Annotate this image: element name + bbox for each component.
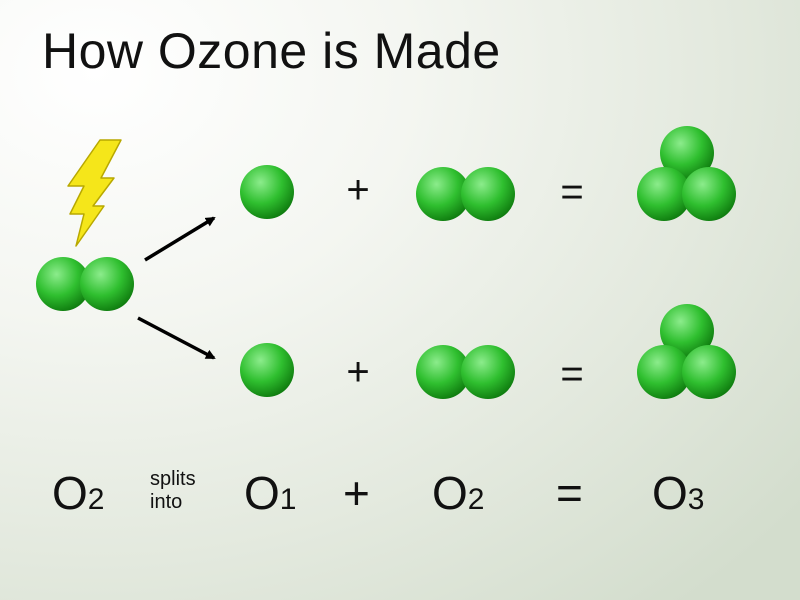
oxygen-atom — [416, 167, 470, 221]
oxygen-atom — [637, 167, 691, 221]
o2-molecule — [416, 167, 515, 221]
equals-sign-bottom: = — [560, 352, 584, 396]
formula-subscript: 1 — [279, 483, 297, 516]
oxygen-atom — [682, 345, 736, 399]
oxygen-atom — [660, 126, 714, 180]
splits-into-label: splits into — [150, 468, 196, 514]
oxygen-atom — [416, 345, 470, 399]
plus-sign-bottom: + — [346, 350, 370, 394]
oxygen-atom — [461, 167, 515, 221]
formula-symbol: O — [52, 467, 88, 519]
splits-into-line1: splits — [150, 468, 196, 490]
splits-into-line2: into — [150, 491, 183, 513]
formula-o2-product: O2 — [432, 466, 484, 520]
formula-symbol: O — [432, 467, 468, 519]
equals-sign-top: = — [560, 170, 584, 214]
o3-molecule — [637, 304, 736, 399]
formula-subscript: 2 — [467, 483, 485, 516]
o3-molecule — [637, 126, 736, 221]
arrow-icon — [144, 216, 216, 262]
oxygen-atom — [637, 345, 691, 399]
plus-sign-top: + — [346, 168, 370, 212]
oxygen-atom-single — [240, 343, 294, 397]
arrow-icon — [137, 316, 216, 360]
oxygen-atom — [682, 167, 736, 221]
slide-title: How Ozone is Made — [42, 23, 501, 79]
formula-subscript: 2 — [87, 483, 105, 516]
formula-subscript: 3 — [687, 483, 705, 516]
oxygen-atom-single — [240, 165, 294, 219]
oxygen-atom — [36, 257, 90, 311]
formula-o3: O3 — [652, 466, 704, 520]
formula-o1: O1 — [244, 466, 296, 520]
formula-plus: + — [343, 467, 370, 519]
formula-o2-reactant: O2 — [52, 466, 104, 520]
o2-molecule-source — [36, 257, 134, 311]
o2-molecule — [416, 345, 515, 399]
formula-symbol: O — [652, 467, 688, 519]
lightning-bolt-icon — [67, 139, 122, 247]
formula-symbol: O — [244, 467, 280, 519]
oxygen-atom — [660, 304, 714, 358]
formula-equals: = — [556, 467, 583, 519]
oxygen-atom — [461, 345, 515, 399]
oxygen-atom — [80, 257, 134, 311]
